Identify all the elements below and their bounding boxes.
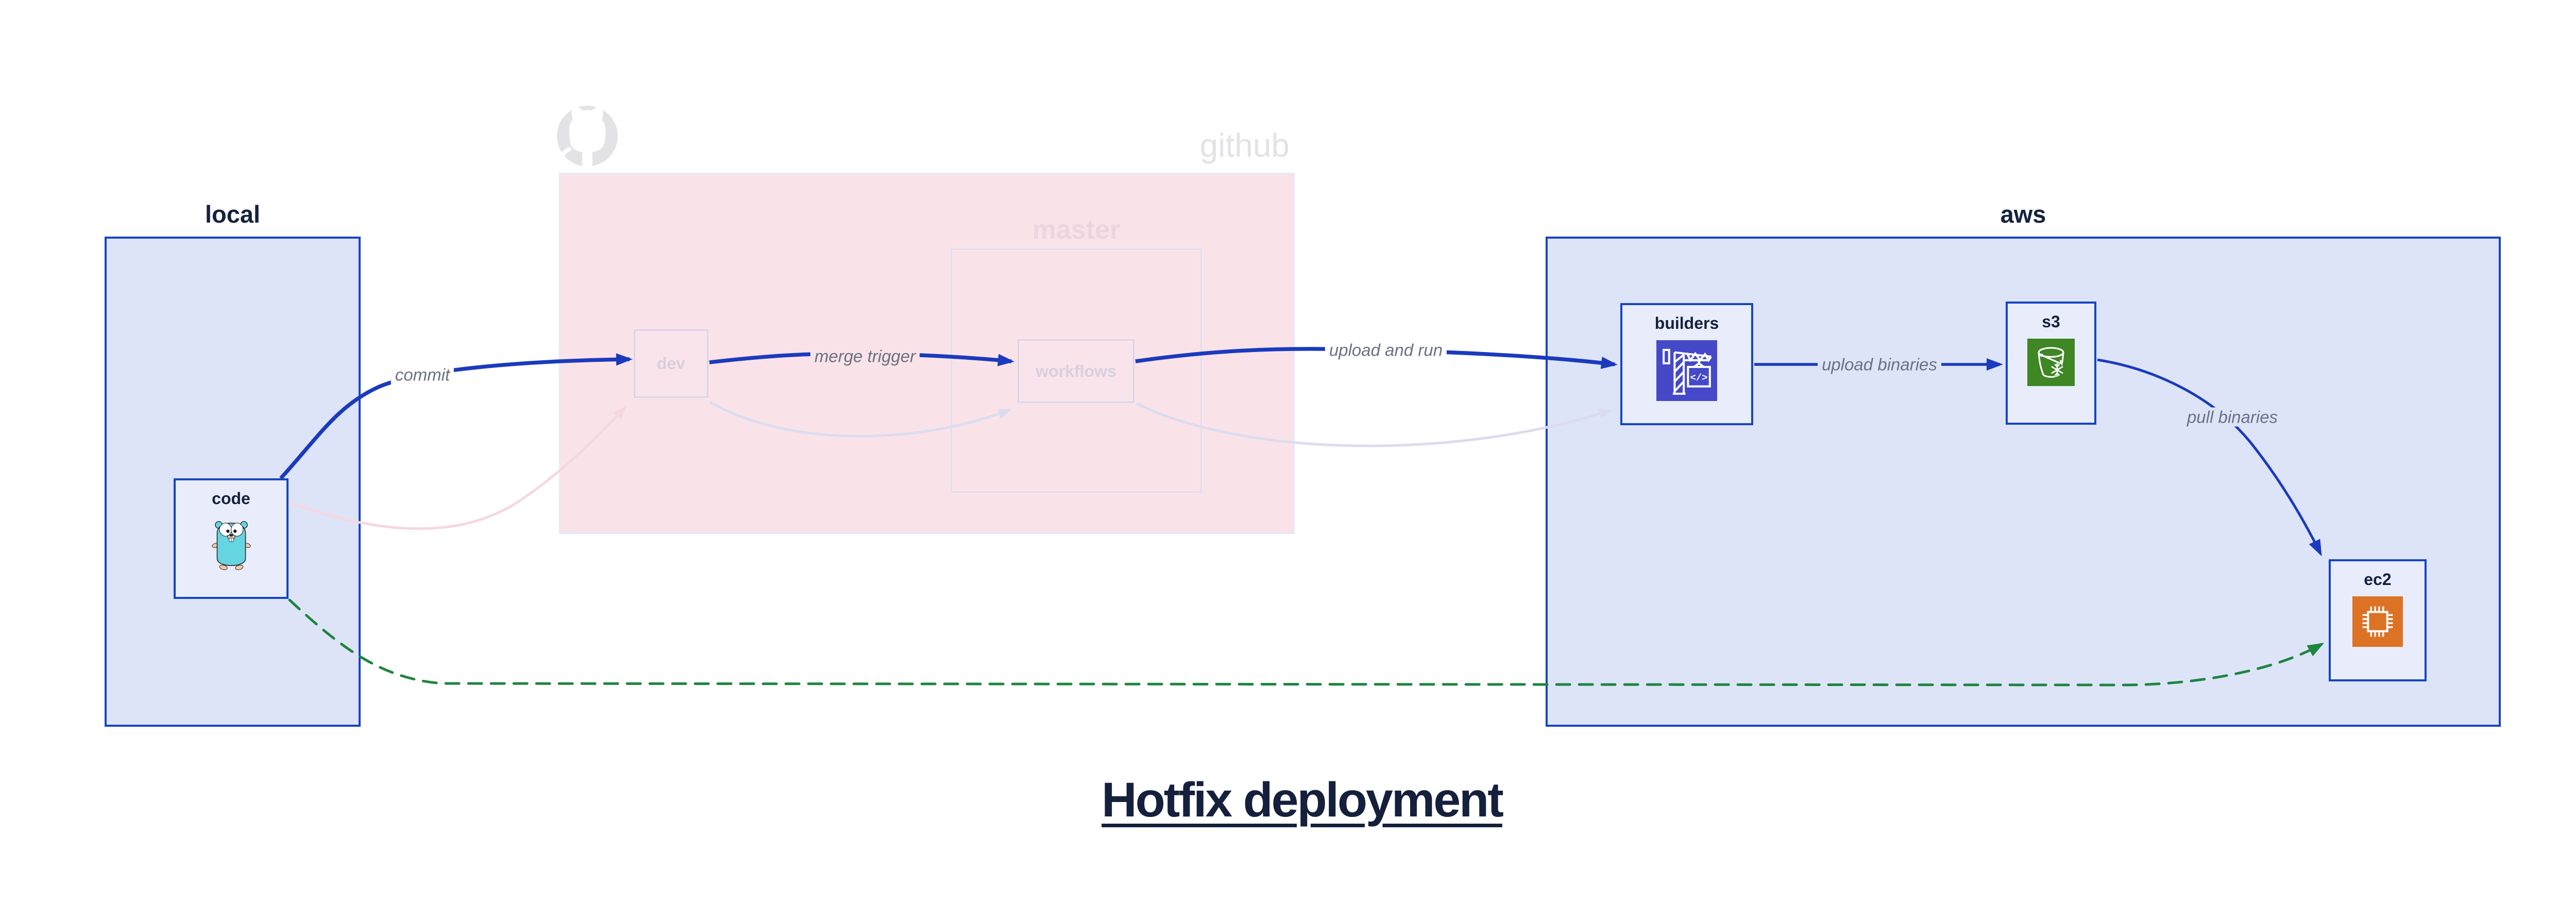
node-dev: dev (634, 329, 708, 398)
node-ec2-label: ec2 (2364, 570, 2392, 589)
cluster-aws-label: aws (2000, 201, 2046, 228)
edge-label-pull-binaries: pull binaries (2182, 407, 2282, 427)
node-code-label: code (212, 489, 250, 508)
cluster-local-label: local (205, 201, 261, 228)
gopher-icon (211, 521, 251, 571)
codebuild-crane-icon: </> (1656, 340, 1717, 402)
node-workflows-label: workflows (1036, 361, 1116, 380)
ec2-chip-icon (2352, 596, 2403, 647)
edge-label-upload-and-run: upload and run (1325, 340, 1447, 360)
github-octocat-icon (557, 106, 618, 168)
node-builders-label: builders (1654, 314, 1719, 332)
s3-glacier-bucket-icon (2027, 339, 2075, 387)
cluster-master-label: master (1032, 215, 1121, 245)
node-workflows: workflows (1018, 339, 1134, 403)
svg-text:</>: </> (1690, 372, 1708, 383)
diagram-title: Hotfix deployment (1101, 773, 1504, 827)
node-dev-label: dev (656, 354, 686, 373)
node-code: code (174, 478, 289, 599)
edge-label-commit: commit (391, 365, 454, 385)
edge-label-upload-binaries: upload binaries (1818, 355, 1941, 374)
node-ec2: ec2 (2329, 559, 2427, 681)
node-s3-label: s3 (2042, 312, 2060, 331)
cluster-github-label: github (1199, 127, 1290, 164)
cluster-master (951, 248, 1202, 493)
edge-label-merge-trigger: merge trigger (810, 346, 920, 366)
node-s3: s3 (2006, 302, 2096, 425)
node-builders: builders </> (1620, 303, 1753, 425)
